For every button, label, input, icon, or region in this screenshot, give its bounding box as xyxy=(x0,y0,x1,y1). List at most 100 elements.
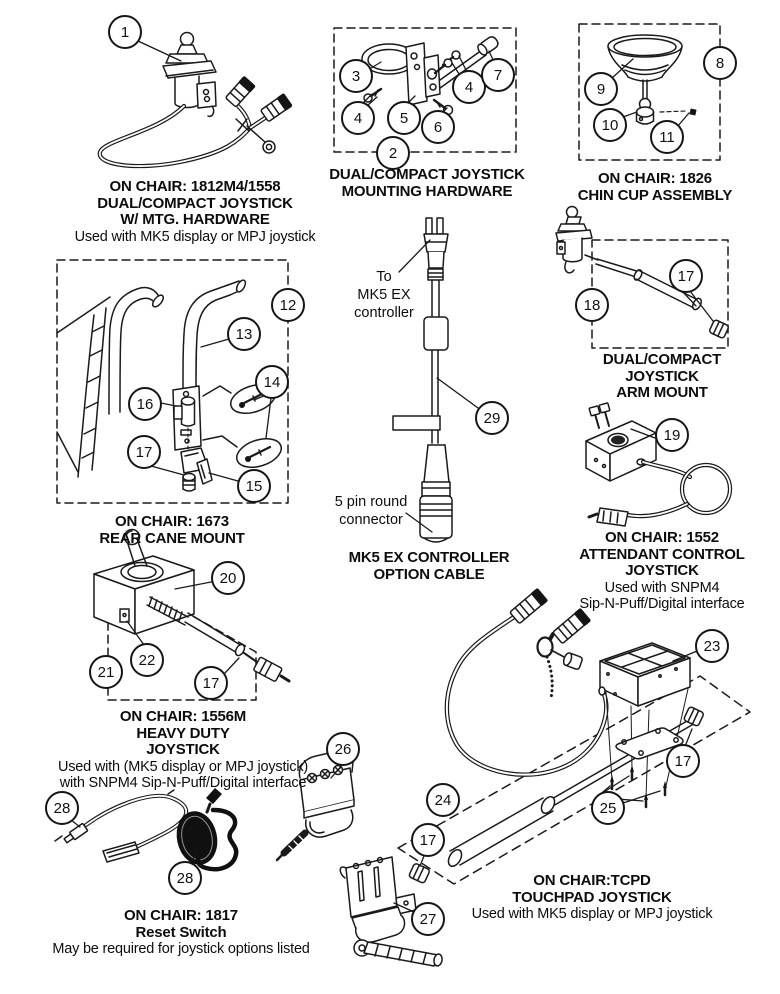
callout-13: 13 xyxy=(227,317,261,351)
caption-note: Used with SNPM4 xyxy=(604,579,720,596)
caption-note: May be required for joystick options lis… xyxy=(52,941,310,957)
callout-4a: 4 xyxy=(341,101,375,135)
caption-line: ON CHAIR: 1552 xyxy=(605,529,719,546)
callout-14: 14 xyxy=(255,365,289,399)
callout-6: 6 xyxy=(421,110,455,144)
callout-22: 22 xyxy=(130,643,164,677)
caption-line: JOYSTICK xyxy=(625,562,699,579)
caption-chin-cup: ON CHAIR: 1826 CHIN CUP ASSEMBLY xyxy=(577,170,733,204)
caption-arm-mount: DUAL/COMPACT JOYSTICK ARM MOUNT xyxy=(602,351,722,402)
attendant-joystick-drawing xyxy=(585,402,733,527)
caption-touchpad-joystick: ON CHAIR:TCPD TOUCHPAD JOYSTICK Used wit… xyxy=(471,872,713,923)
callout-20: 20 xyxy=(211,561,245,595)
callout-1: 1 xyxy=(108,15,142,49)
caption-note: Used with MK5 display or MPJ joystick xyxy=(74,228,316,245)
caption-line: JOYSTICK xyxy=(625,367,699,385)
dual-compact-joystick-drawing xyxy=(97,31,293,169)
callout-27: 27 xyxy=(411,902,445,936)
caption-note: Used with MK5 display or MPJ joystick xyxy=(471,906,713,922)
callout-8: 8 xyxy=(703,46,737,80)
callout-28b: 28 xyxy=(168,861,202,895)
caption-dual-compact-joystick: ON CHAIR: 1812M4/1558 DUAL/COMPACT JOYST… xyxy=(74,178,316,245)
caption-option-cable: MK5 EX CONTROLLER OPTION CABLE xyxy=(348,549,510,583)
callout-10: 10 xyxy=(593,108,627,142)
caption-line: DUAL/COMPACT JOYSTICK xyxy=(97,194,293,212)
caption-line: HEAVY DUTY xyxy=(136,724,230,742)
callout-2: 2 xyxy=(376,136,410,170)
touchpad-joystick-drawing xyxy=(275,588,751,967)
arm-mount-drawing xyxy=(555,205,729,349)
callout-18: 18 xyxy=(575,288,609,322)
annotation-line: To xyxy=(376,269,392,285)
caption-mounting-hardware: DUAL/COMPACT JOYSTICK MOUNTING HARDWARE xyxy=(329,166,525,200)
callout-17-heavy-duty: 17 xyxy=(194,666,228,700)
heavy-duty-joystick-drawing xyxy=(93,528,291,701)
caption-line: ATTENDANT CONTROL xyxy=(579,545,745,563)
callout-17-touchpad-a: 17 xyxy=(666,744,700,778)
caption-note: with SNPM4 Sip-N-Puff/Digital interface xyxy=(59,775,307,791)
caption-heavy-duty-joystick: ON CHAIR: 1556M HEAVY DUTY JOYSTICK Used… xyxy=(57,708,309,792)
rear-cane-mount-drawing xyxy=(56,259,289,504)
caption-line: TOUCHPAD JOYSTICK xyxy=(512,888,672,906)
caption-line: ON CHAIR:TCPD xyxy=(533,872,651,889)
chin-cup-dashed-box xyxy=(578,23,721,161)
annotation-line: controller xyxy=(354,305,414,321)
caption-attendant-joystick: ON CHAIR: 1552 ATTENDANT CONTROL JOYSTIC… xyxy=(579,529,745,613)
leader-lines xyxy=(70,40,714,913)
heavy-duty-dashed-outline xyxy=(107,609,257,701)
caption-line: ON CHAIR: 1826 xyxy=(598,170,712,187)
annotation-to-mk5-ex-controller: To MK5 EX controller xyxy=(354,268,414,322)
callout-16: 16 xyxy=(128,387,162,421)
caption-line: ARM MOUNT xyxy=(616,384,708,401)
caption-line: CHIN CUP ASSEMBLY xyxy=(577,186,733,204)
caption-line: REAR CANE MOUNT xyxy=(99,529,245,547)
callout-23: 23 xyxy=(695,629,729,663)
callout-17-touchpad-b: 17 xyxy=(411,823,445,857)
mounting-hardware-drawing xyxy=(333,27,517,153)
annotation-line: connector xyxy=(339,512,403,528)
callout-3: 3 xyxy=(339,59,373,93)
callout-11: 11 xyxy=(650,120,684,154)
arm-mount-dashed-box xyxy=(591,239,729,349)
caption-line: W/ MTG. HARDWARE xyxy=(120,211,270,228)
callout-29: 29 xyxy=(475,401,509,435)
caption-line: ON CHAIR: 1673 xyxy=(115,513,229,530)
annotation-5-pin-round-connector: 5 pin round connector xyxy=(335,493,408,529)
option-cable-drawing xyxy=(392,217,453,543)
caption-line: DUAL/COMPACT JOYSTICK xyxy=(329,166,525,183)
caption-line: Reset Switch xyxy=(135,923,227,941)
mounting-hardware-dashed-box xyxy=(333,27,517,153)
callout-4b: 4 xyxy=(452,70,486,104)
callout-24: 24 xyxy=(426,783,460,817)
caption-line: DUAL/COMPACT xyxy=(602,351,722,368)
caption-line: OPTION CABLE xyxy=(373,565,485,583)
caption-rear-cane-mount: ON CHAIR: 1673 REAR CANE MOUNT xyxy=(99,513,245,547)
callout-26: 26 xyxy=(326,732,360,766)
chin-cup-drawing xyxy=(578,23,721,161)
callout-19: 19 xyxy=(655,418,689,452)
annotation-line: 5 pin round xyxy=(334,494,408,510)
caption-reset-switch: ON CHAIR: 1817 Reset Switch May be requi… xyxy=(52,907,310,958)
caption-line: ON CHAIR: 1812M4/1558 xyxy=(109,178,281,195)
callout-17-arm-mount: 17 xyxy=(669,259,703,293)
touchpad-dashed-outline xyxy=(397,675,751,885)
callout-15: 15 xyxy=(237,469,271,503)
callout-21: 21 xyxy=(89,655,123,689)
caption-note: Used with (MK5 display or MPJ joystick) xyxy=(57,758,309,775)
callout-12: 12 xyxy=(271,288,305,322)
callout-17-rear-cane: 17 xyxy=(127,435,161,469)
callout-7: 7 xyxy=(481,58,515,92)
caption-line: JOYSTICK xyxy=(146,741,220,758)
caption-line: MOUNTING HARDWARE xyxy=(341,182,513,200)
reset-switch-drawing xyxy=(54,788,239,872)
caption-line: MK5 EX CONTROLLER xyxy=(348,549,510,566)
caption-line: ON CHAIR: 1556M xyxy=(119,708,247,725)
callout-5: 5 xyxy=(387,101,421,135)
caption-note: Sip-N-Puff/Digital interface xyxy=(579,596,745,612)
caption-line: ON CHAIR: 1817 xyxy=(124,907,238,924)
callout-25: 25 xyxy=(591,791,625,825)
annotation-line: MK5 EX xyxy=(357,287,411,303)
callout-28a: 28 xyxy=(45,791,79,825)
